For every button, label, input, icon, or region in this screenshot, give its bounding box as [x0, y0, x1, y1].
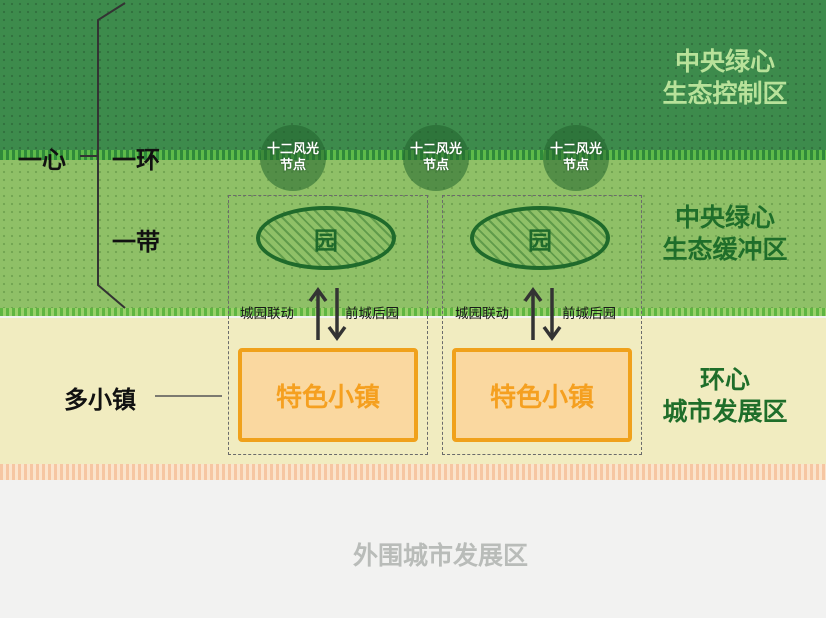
outer-urban-zone: [0, 480, 826, 618]
scenic-node: 十二风光节点: [260, 125, 326, 191]
outer-zone-label: 外围城市发展区: [353, 541, 529, 570]
link-right-label: 前城后园: [562, 306, 616, 322]
buffer-zone-label: 中央绿心 生态缓冲区: [662, 203, 788, 264]
garden-ellipse: 园: [256, 206, 396, 270]
town-garden-group: [228, 195, 428, 455]
belt-grass-border: [0, 308, 826, 316]
featured-town-box: 特色小镇: [238, 348, 418, 442]
outer-boundary-stripe: [0, 464, 826, 480]
core-zone-label: 中央绿心 生态控制区: [662, 47, 788, 108]
one-ring-label: 一环: [112, 146, 160, 174]
link-right-label: 前城后园: [345, 306, 399, 322]
scenic-node: 十二风光节点: [543, 125, 609, 191]
link-left-label: 城园联动: [455, 306, 509, 322]
core-ecological-zone: [0, 0, 826, 160]
link-left-label: 城园联动: [240, 306, 294, 322]
buffer-ecological-zone: [0, 160, 826, 312]
many-towns-label: 多小镇: [64, 386, 136, 414]
one-belt-label: 一带: [112, 228, 160, 256]
one-core-label: 一心: [18, 146, 66, 174]
scenic-node: 十二风光节点: [403, 125, 469, 191]
garden-ellipse: 园: [470, 206, 610, 270]
featured-town-box: 特色小镇: [452, 348, 632, 442]
town-garden-group: [442, 195, 642, 455]
ring-zone-label: 环心 城市发展区: [662, 365, 788, 426]
